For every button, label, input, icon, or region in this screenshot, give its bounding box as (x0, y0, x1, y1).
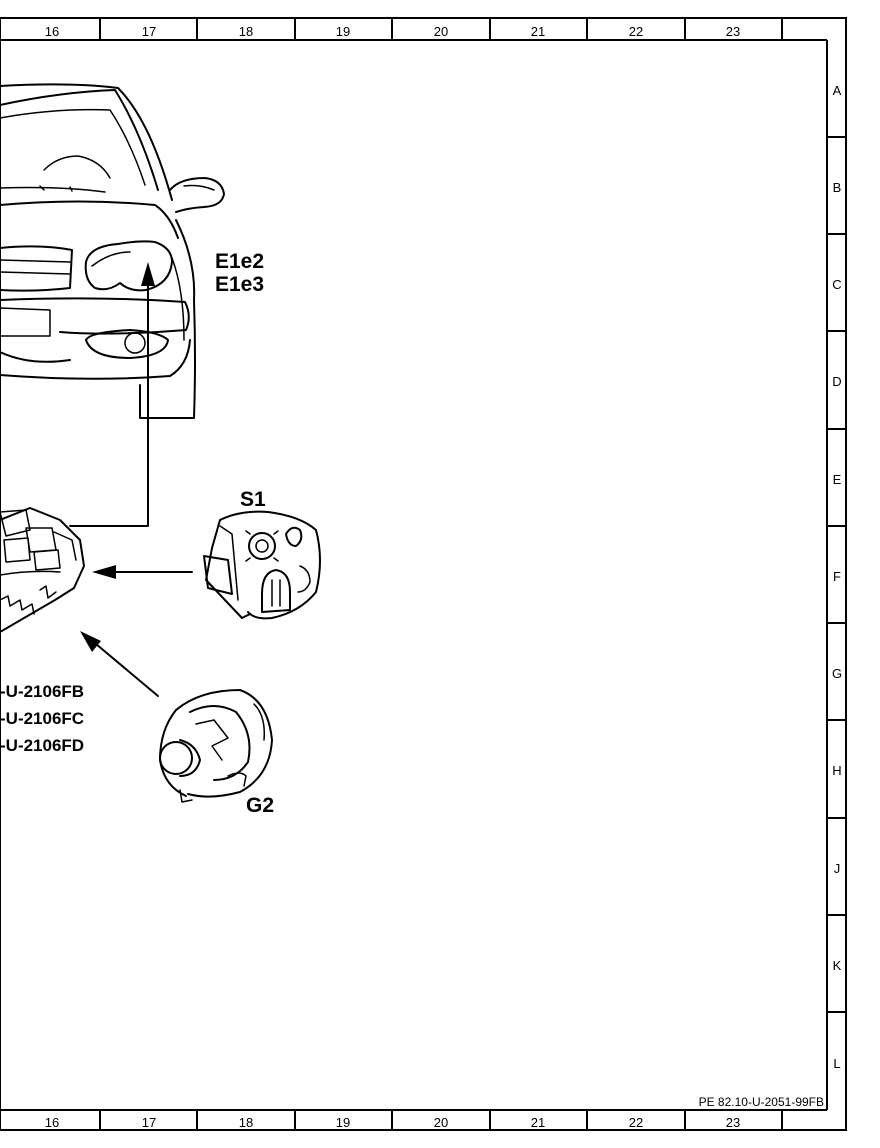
col-label: 21 (531, 24, 545, 39)
row-label: A (833, 83, 842, 98)
col-label: 22 (629, 24, 643, 39)
light-switch-illustration (203, 510, 321, 620)
col-label: 21 (531, 1115, 545, 1130)
column-numbers-top: 16 17 18 19 20 21 22 23 (45, 24, 740, 39)
row-label: B (833, 180, 842, 195)
alternator-illustration (159, 689, 273, 803)
row-label: D (832, 374, 841, 389)
col-label: 17 (142, 24, 156, 39)
drawing-number: PE 82.10-U-2051-99FB (699, 1095, 824, 1109)
col-label: 20 (434, 24, 448, 39)
row-label: F (833, 569, 841, 584)
fuse-relay-box-illustration (0, 507, 85, 633)
column-numbers-bottom: 16 17 18 19 20 21 22 23 (45, 1115, 740, 1130)
alternator-label-g2: G2 (246, 794, 274, 817)
row-label: C (832, 277, 841, 292)
row-label: K (833, 958, 842, 973)
col-label: 16 (45, 24, 59, 39)
col-label: 18 (239, 24, 253, 39)
connection-fusebox-to-headlamp (69, 262, 155, 527)
row-label: J (834, 861, 841, 876)
col-label: 19 (336, 1115, 350, 1130)
col-label: 22 (629, 1115, 643, 1130)
row-label: H (832, 763, 841, 778)
col-label: 19 (336, 24, 350, 39)
row-label: L (833, 1056, 840, 1071)
connection-switch-to-fusebox (92, 565, 193, 579)
col-label: 23 (726, 24, 740, 39)
col-label: 18 (239, 1115, 253, 1130)
row-label: E (833, 472, 842, 487)
reference-code: -U-2106FC (0, 709, 84, 728)
connection-alternator-to-fusebox (80, 631, 159, 697)
reference-code: -U-2106FD (0, 736, 84, 755)
col-label: 17 (142, 1115, 156, 1130)
col-label: 20 (434, 1115, 448, 1130)
headlamp-label-e1e3: E1e3 (215, 273, 264, 296)
row-dividers (827, 136, 846, 1013)
reference-code: -U-2106FB (0, 682, 84, 701)
sheet-frame (0, 17, 847, 1131)
headlamp-label-e1e2: E1e2 (215, 250, 264, 273)
row-letters: A B C D E F G H J K L (832, 83, 842, 1071)
switch-label-s1: S1 (240, 488, 266, 511)
col-label: 23 (726, 1115, 740, 1130)
column-dividers (99, 18, 783, 1130)
vehicle-front-illustration (0, 83, 225, 419)
row-label: G (832, 666, 842, 681)
col-label: 16 (45, 1115, 59, 1130)
